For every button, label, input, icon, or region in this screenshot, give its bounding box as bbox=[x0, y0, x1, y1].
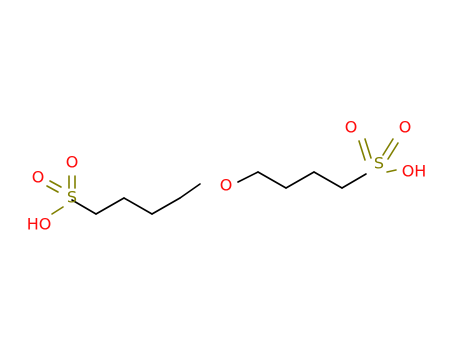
bond-c2-c3 bbox=[123, 197, 153, 215]
left-oxo-left-atom: O bbox=[32, 168, 45, 187]
left-hydroxyl-atom: HO bbox=[27, 215, 52, 234]
bond-c4-o bbox=[179, 183, 201, 199]
bond-c1-c2 bbox=[95, 197, 125, 215]
ether-oxygen-atom: O bbox=[220, 176, 233, 195]
left-oxo-top-atom: O bbox=[66, 153, 79, 172]
bond-right-s-o-right-1 bbox=[382, 138, 394, 156]
left-sulfur-atom: S bbox=[67, 188, 77, 207]
bond-c7-c8 bbox=[313, 171, 343, 189]
bond-right-s-o-right-2 bbox=[387, 142, 399, 160]
bond-o-c5 bbox=[237, 171, 259, 183]
bond-c6-c7 bbox=[285, 171, 315, 189]
bond-c3-c4 bbox=[151, 197, 181, 215]
right-sulfur-atom: S bbox=[374, 154, 384, 173]
bond-right-s-o-left-2 bbox=[364, 138, 372, 159]
bond-left-s-o-left-1 bbox=[46, 185, 59, 193]
right-oxo-left-atom: O bbox=[345, 118, 358, 137]
bond-left-s-o-left-2 bbox=[49, 180, 62, 188]
bond-s-c1 bbox=[71, 199, 97, 215]
right-hydroxyl-atom: OH bbox=[402, 162, 427, 181]
bond-right-s-oh bbox=[386, 169, 397, 173]
bond-c5-c6 bbox=[257, 171, 287, 189]
right-oxo-right-atom: O bbox=[399, 118, 412, 137]
bond-left-s-oh bbox=[51, 206, 64, 215]
bond-c8-s bbox=[341, 173, 367, 189]
bond-right-s-o-left-1 bbox=[358, 140, 366, 161]
